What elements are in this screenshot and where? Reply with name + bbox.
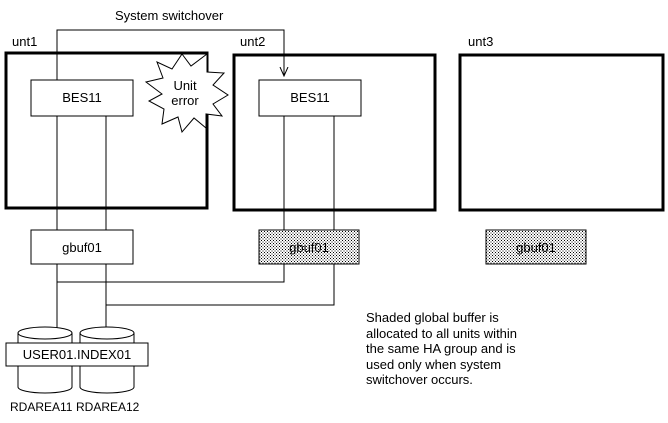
unit-1-bes-box [30,79,134,117]
unit-1-label: unt1 [12,34,37,49]
unit-2-bes-box [258,79,362,117]
shaded-buffer-note: Shaded global buffer is allocated to all… [366,310,518,387]
unit-1-bes-label: BES11 [62,90,102,105]
unit-1-global-buffer [30,229,134,265]
unit-3-shaded-global-buffer [485,229,587,265]
unit-2-buffer-link-a [57,264,285,283]
diagram-title: System switchover [115,8,224,23]
unit-2-buffer-label: gbuf01 [289,240,329,255]
unit-3-buffer-label: gbuf01 [516,240,556,255]
unit-1-buffer-label: gbuf01 [62,240,102,255]
unit-2-label: unt2 [240,34,265,49]
unit-error-burst [144,53,229,134]
unit-error-line-2: error [171,93,199,108]
unit-3-frame [458,53,665,212]
unit-error-line-1: Unit [173,78,197,93]
switchover-arrow [56,29,284,82]
database-name: USER01.INDEX01 [23,347,131,362]
unit-2-bes-label: BES11 [290,90,330,105]
unit-3-label: unt3 [468,34,493,49]
rdarea-12-label: RDAREA12 [76,400,140,414]
unit-2-shaded-global-buffer [258,229,360,265]
database-name-box [5,342,149,367]
unit-2-buffer-link-b [106,264,335,306]
rdarea-11-label: RDAREA11 [10,400,73,414]
